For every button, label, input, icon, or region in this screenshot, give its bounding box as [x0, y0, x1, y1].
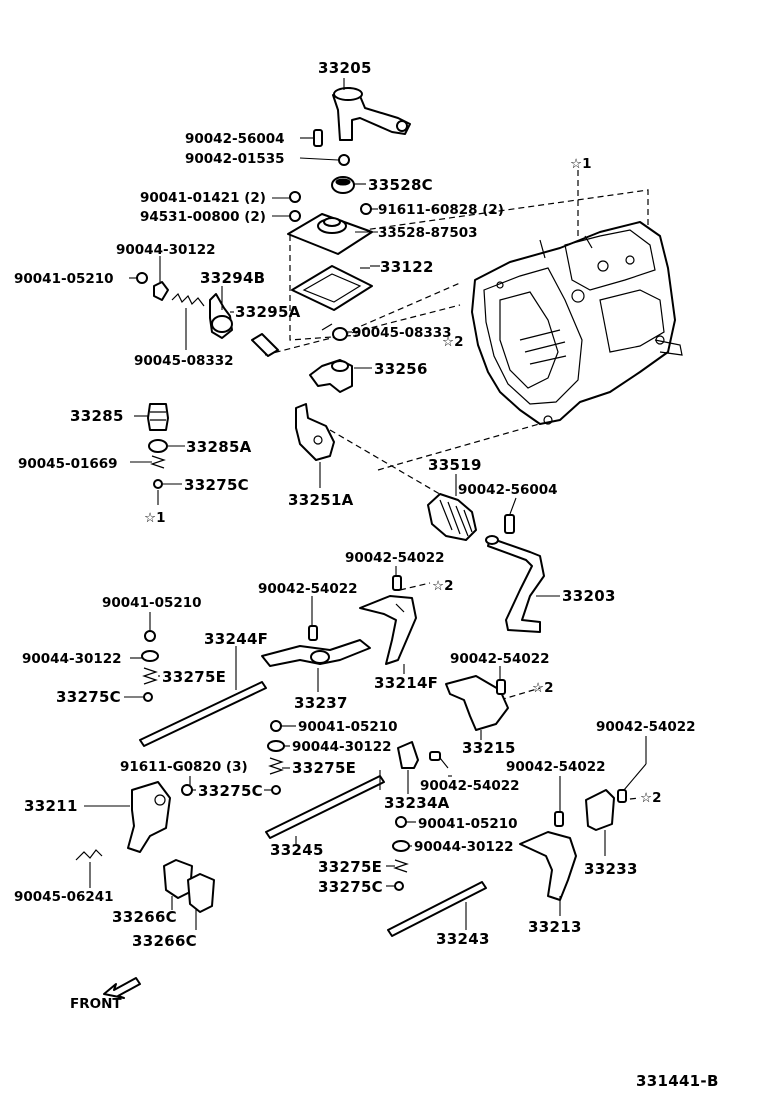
label-94531-00800: 94531-00800 (2)	[140, 209, 266, 225]
label-90041-05210: 90041-05210	[14, 271, 114, 287]
label-33275C-b: 33275C	[56, 688, 121, 706]
label-90044-30122: 90044-30122	[116, 242, 216, 258]
label-90044-30122-c: 90044-30122	[292, 739, 392, 755]
label-33233: 33233	[584, 860, 638, 878]
label-90045-01669: 90045-01669	[18, 456, 118, 472]
label-33528C: 33528C	[368, 176, 433, 194]
label-90042-01535: 90042-01535	[185, 151, 285, 167]
label-90042-54022-a: 90042-54022	[345, 550, 445, 566]
leader-lines	[84, 78, 647, 930]
label-91611-60828: 91611-60828 (2)	[378, 202, 504, 218]
label-90042-54022-e: 90042-54022	[506, 759, 606, 775]
label-90041-05210-d: 90041-05210	[418, 816, 518, 832]
label-90042-56004: 90042-56004	[185, 131, 285, 147]
label-33205: 33205	[318, 59, 372, 77]
label-33122: 33122	[380, 258, 434, 276]
label-33275E-c: 33275E	[318, 858, 382, 876]
plug-group	[147, 403, 169, 505]
label-33244F: 33244F	[204, 630, 268, 648]
label-33243: 33243	[436, 930, 490, 948]
label-33285: 33285	[70, 407, 124, 425]
label-33275C-c: 33275C	[198, 782, 263, 800]
label-33275C-d: 33275C	[318, 878, 383, 896]
label-90041-05210-mid: 90041-05210	[102, 595, 202, 611]
ref-star2-case: ☆2	[442, 334, 464, 350]
label-33275E-b: 33275E	[292, 759, 356, 777]
label-33285A: 33285A	[186, 438, 252, 456]
label-33256: 33256	[374, 360, 428, 378]
part-labels: 33205 90042-56004 90042-01535 33528C 900…	[14, 59, 719, 1090]
label-33213: 33213	[528, 918, 582, 936]
ref-star1-top: ☆1	[570, 156, 592, 172]
ref-star2-c: ☆2	[640, 790, 662, 806]
label-90041-01421: 90041-01421 (2)	[140, 190, 266, 206]
label-33203: 33203	[562, 587, 616, 605]
boot-and-lever	[427, 493, 545, 633]
label-33275C: 33275C	[184, 476, 249, 494]
label-33275E: 33275E	[162, 668, 226, 686]
label-90045-08333: 90045-08333	[352, 325, 452, 341]
label-90044-30122-mid: 90044-30122	[22, 651, 122, 667]
label-33214F: 33214F	[374, 674, 438, 692]
label-90042-54022-d: 90042-54022	[596, 719, 696, 735]
shift-rods-forks	[75, 575, 627, 999]
label-90044-30122-d: 90044-30122	[414, 839, 514, 855]
label-33528-87503: 33528-87503	[378, 225, 478, 241]
label-33234A: 33234A	[384, 794, 450, 812]
label-33237: 33237	[294, 694, 348, 712]
label-33266C-a: 33266C	[112, 908, 177, 926]
transmission-case	[471, 221, 683, 425]
drawing-number: 331441-B	[636, 1072, 719, 1090]
upper-shift-parts	[287, 87, 411, 311]
label-33266C-b: 33266C	[132, 932, 197, 950]
select-lever-group	[136, 272, 353, 393]
ref-star2-b: ☆2	[532, 680, 554, 696]
label-33251A: 33251A	[288, 491, 354, 509]
front-label: FRONT	[70, 996, 122, 1012]
label-33294B: 33294B	[200, 269, 265, 287]
label-33211: 33211	[24, 797, 78, 815]
label-33519: 33519	[428, 456, 482, 474]
bracket-33251A	[295, 403, 335, 461]
label-90042-56004-mid: 90042-56004	[458, 482, 558, 498]
label-91611-G0820: 91611-G0820 (3)	[120, 759, 248, 775]
label-90042-54022-f: 90042-54022	[420, 778, 520, 794]
ref-star1-bottom: ☆1	[144, 510, 166, 526]
label-33295A: 33295A	[235, 303, 301, 321]
label-90042-54022-b: 90042-54022	[258, 581, 358, 597]
label-90041-05210-c: 90041-05210	[298, 719, 398, 735]
label-90045-08332: 90045-08332	[134, 353, 234, 369]
label-33215: 33215	[462, 739, 516, 757]
ref-star2-a: ☆2	[432, 578, 454, 594]
label-90042-54022-c: 90042-54022	[450, 651, 550, 667]
label-33245: 33245	[270, 841, 324, 859]
label-90045-06241: 90045-06241	[14, 889, 114, 905]
